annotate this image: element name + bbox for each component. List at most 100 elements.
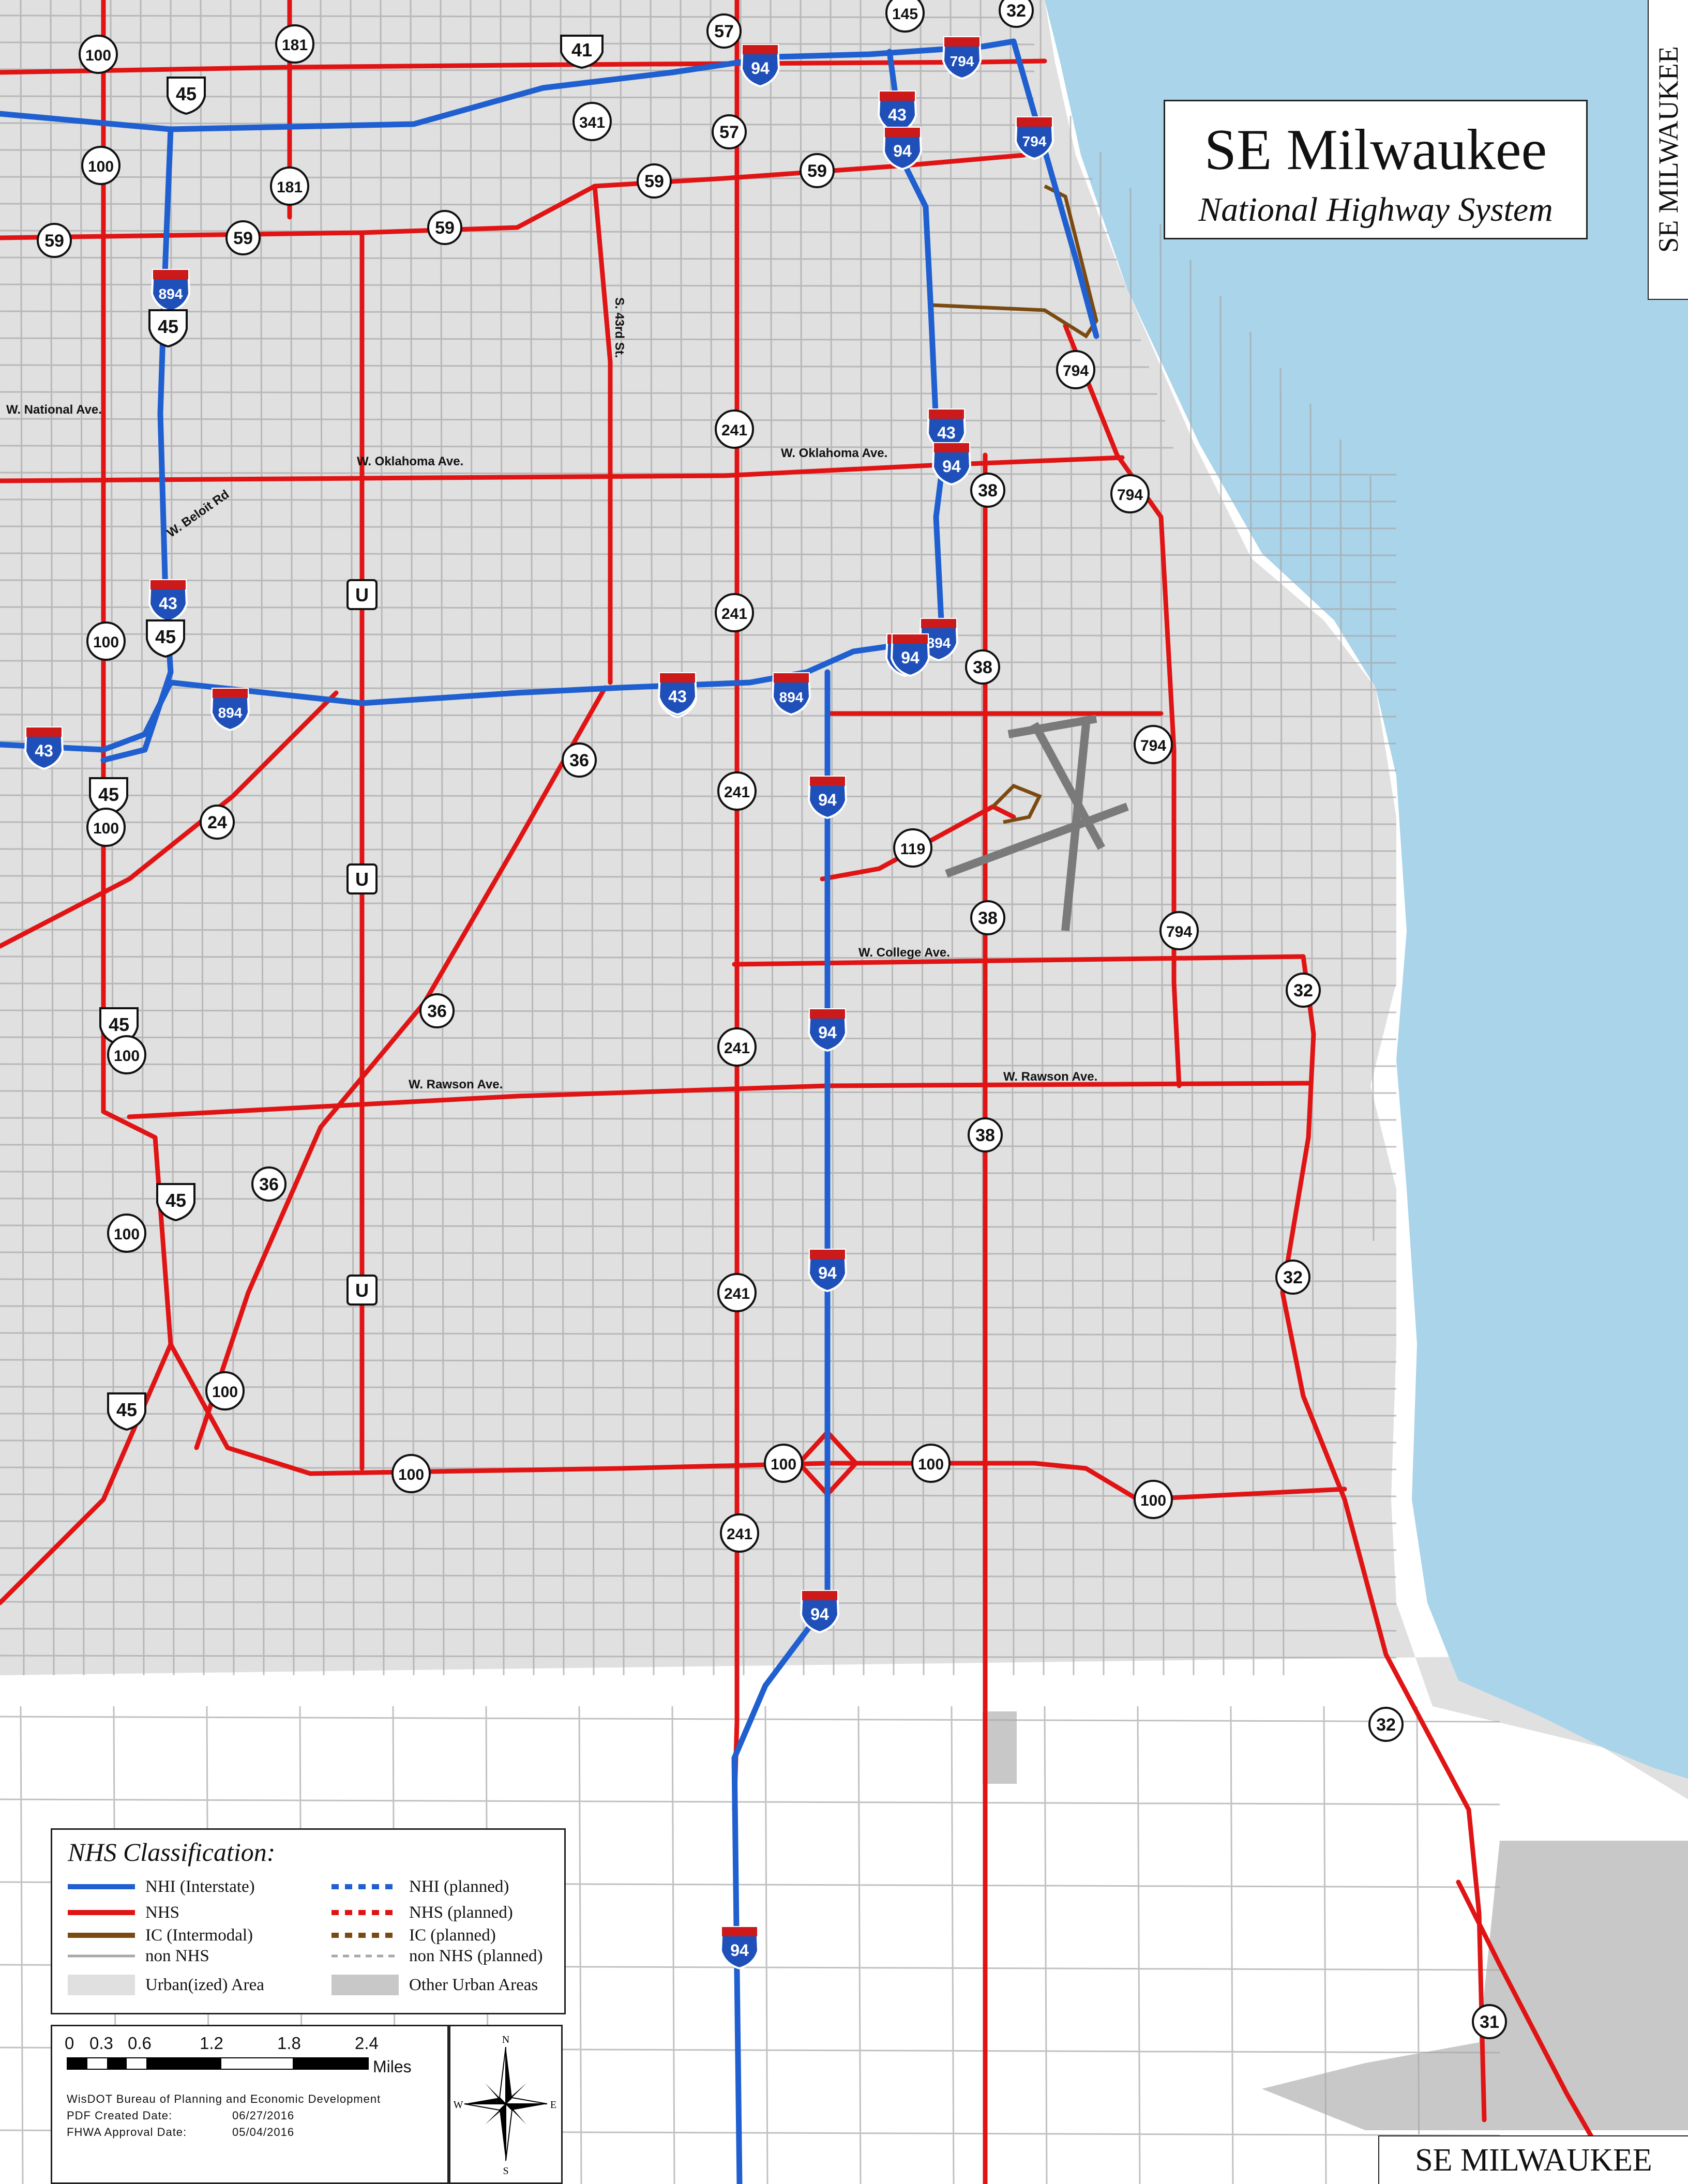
shield-label: 794 [1063, 362, 1089, 380]
compass-w: W [454, 2099, 463, 2111]
interstate-shield-icon: 894 [210, 688, 250, 732]
corner-label: SE MILWAUKEE [1378, 2135, 1688, 2184]
legend-symbol-interstate-planned [331, 1884, 399, 1889]
compass-s: S [503, 2165, 508, 2177]
shield-label: 100 [93, 820, 119, 837]
runway [1030, 722, 1106, 850]
street-label: W. Oklahoma Ave. [781, 446, 887, 460]
state-route-shield-icon: 38 [970, 473, 1005, 508]
other-urban-area [983, 1711, 1017, 1784]
interstate-shield-icon: 794 [942, 36, 982, 80]
scale-tick: 0.3 [89, 2034, 113, 2053]
scale-tick: 2.4 [355, 2034, 379, 2053]
route-59-north [0, 58, 1047, 75]
state-route-shield-icon: 36 [251, 1166, 287, 1202]
interstate-shield-icon: 43 [657, 672, 698, 716]
shield-label: 59 [44, 231, 64, 251]
shield-label: 94 [818, 1264, 837, 1282]
shield-label: 43 [35, 741, 53, 760]
state-route-shield-icon: 100 [205, 1371, 245, 1410]
shield-label: 32 [1376, 1715, 1396, 1735]
street-label: W. Oklahoma Ave. [357, 454, 463, 468]
shield-label: 24 [207, 813, 227, 832]
us-route-shield-icon: 45 [148, 309, 188, 348]
state-route-shield-icon: 59 [225, 220, 261, 255]
state-route-shield-icon: 100 [86, 621, 126, 661]
legend-symbol-intermodal-planned [331, 1933, 399, 1938]
lake-michigan [1045, 0, 1688, 1779]
runway [945, 802, 1129, 878]
shield-label: 100 [212, 1384, 238, 1401]
airport-runways [945, 715, 1129, 931]
state-route-shield-icon: 241 [717, 771, 757, 811]
credit-pdf-created: PDF Created Date:06/27/2016 [67, 2109, 294, 2122]
shield-label: 45 [158, 316, 178, 337]
runway [1061, 723, 1090, 931]
shield-label: 794 [1022, 133, 1047, 149]
legend-label: Urban(ized) Area [145, 1976, 264, 1994]
interstate-shield-icon: 43 [24, 726, 64, 770]
shield-label: 100 [114, 1048, 140, 1065]
legend-symbol-nhs [68, 1910, 135, 1915]
scale-tick: 1.2 [200, 2034, 223, 2053]
route-shields: 9479443948944394794439489443894944389443… [24, 0, 1507, 2039]
shield-label: 45 [155, 626, 176, 647]
shield-label: 36 [569, 751, 589, 770]
state-route-shield-icon: 241 [715, 410, 754, 449]
shield-label: 43 [159, 594, 177, 613]
legend-symbol-nhs-planned [331, 1910, 399, 1915]
legend-symbol-other-urban [331, 1975, 399, 1995]
interstate-shield-icon: 94 [807, 1008, 848, 1052]
scale-bar-box: 0 0.3 0.6 1.2 1.8 2.4 Miles WisDOT Burea… [51, 2025, 449, 2184]
shield-label: 36 [259, 1175, 279, 1194]
legend-label: IC (Intermodal) [145, 1926, 253, 1945]
state-route-shield-icon: 181 [270, 166, 309, 206]
intermodal-airport [991, 783, 1042, 824]
state-route-shield-icon: 794 [1159, 911, 1199, 950]
shield-label: 100 [93, 634, 119, 651]
state-route-shield-icon: 100 [911, 1444, 951, 1483]
state-route-shield-icon: 794 [1110, 474, 1150, 513]
shield-label: 59 [807, 161, 827, 181]
interstate-shield-icon: 94 [890, 633, 930, 677]
credit-fhwa: FHWA Approval Date:05/04/2016 [67, 2126, 294, 2139]
legend-symbol-interstate [68, 1884, 135, 1889]
interstate-shield-icon: 43 [877, 90, 917, 134]
compass-rose-icon: N S E W [454, 2034, 557, 2177]
shield-label: 119 [900, 841, 925, 858]
county-route-shield-icon: U [346, 579, 378, 610]
state-route-shield-icon: 100 [1134, 1480, 1173, 1519]
shield-label: U [355, 584, 369, 605]
shield-label: 45 [116, 1399, 137, 1420]
street-label: W. National Ave. [6, 403, 102, 417]
credit-fhwa-value: 05/04/2016 [232, 2126, 295, 2138]
us-route-shield-icon: 45 [156, 1183, 195, 1222]
interstate-shield-icon: 894 [150, 269, 191, 313]
state-route-shield-icon: 59 [800, 153, 835, 188]
scale-tick: 1.8 [277, 2034, 301, 2053]
intermodal-routes [930, 184, 1098, 824]
state-route-shield-icon: 32 [1275, 1260, 1310, 1295]
shield-label: 100 [85, 47, 111, 64]
shield-label: 45 [165, 1190, 186, 1211]
shield-label: U [355, 1280, 369, 1301]
shield-label: 57 [719, 123, 739, 142]
state-route-shield-icon: 794 [1134, 725, 1173, 764]
shield-label: 36 [427, 1002, 447, 1021]
state-route-shield-icon: 59 [637, 163, 672, 199]
legend-symbol-urban-area [68, 1975, 135, 1995]
shield-label: 43 [937, 423, 956, 442]
state-route-shield-icon: 32 [1286, 973, 1321, 1008]
state-route-shield-icon: 341 [572, 102, 612, 141]
state-route-shield-icon: 241 [720, 1513, 759, 1553]
interstate-shield-icon: 43 [148, 579, 188, 623]
shield-label: U [355, 869, 369, 890]
legend-label: NHS [145, 1903, 180, 1922]
interstate-shield-icon: 43 [926, 408, 967, 452]
map-title-box: SE Milwaukee National Highway System [1164, 100, 1588, 239]
compass-n: N [502, 2034, 509, 2045]
route-24 [0, 690, 339, 949]
legend-title: NHS Classification: [68, 1838, 276, 1867]
intermodal-port [930, 184, 1098, 339]
shield-label: 32 [1006, 1, 1026, 21]
